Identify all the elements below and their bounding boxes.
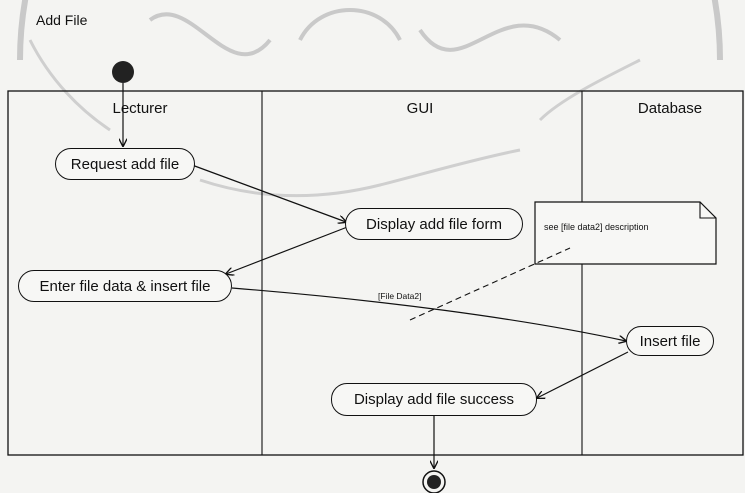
note-fold bbox=[699, 202, 716, 219]
flow-request-to-form bbox=[191, 164, 346, 222]
lane-header-gui: GUI bbox=[406, 100, 434, 117]
flow-enter-to-insert bbox=[231, 287, 626, 341]
lane-header-lecturer: Lecturer bbox=[112, 100, 168, 117]
action-enter-file-data: Enter file data & insert file bbox=[18, 270, 232, 302]
guard-label: [File Data2] bbox=[378, 291, 422, 301]
action-display-add-file-form: Display add file form bbox=[345, 208, 523, 240]
flow-form-to-enter bbox=[226, 225, 351, 274]
final-node-outer bbox=[422, 470, 446, 493]
diagram-title: Add File bbox=[36, 12, 88, 28]
flow-insert-to-success bbox=[537, 351, 629, 398]
initial-node bbox=[112, 61, 134, 83]
action-insert-file: Insert file bbox=[626, 326, 714, 356]
note-shape bbox=[534, 201, 717, 265]
final-node-inner bbox=[427, 475, 441, 489]
note-text: see [file data2] description bbox=[544, 222, 649, 232]
action-request-add-file: Request add file bbox=[55, 148, 195, 180]
swimlane-border bbox=[7, 90, 744, 456]
action-display-add-file-success: Display add file success bbox=[331, 383, 537, 416]
lane-header-database: Database bbox=[637, 100, 703, 117]
